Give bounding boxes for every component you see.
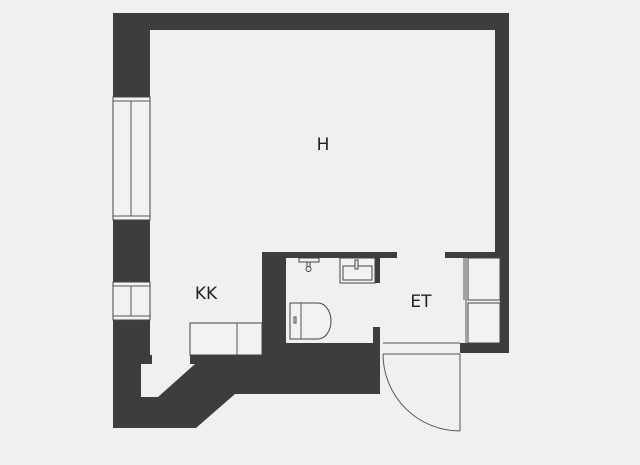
room-label-entrance: ET — [410, 292, 432, 312]
closets — [463, 257, 501, 344]
right-wall-upper — [495, 13, 509, 258]
room-label-living: H — [317, 135, 330, 155]
entrance-door[interactable] — [382, 342, 461, 432]
shower-icon — [298, 257, 320, 272]
walls — [113, 13, 509, 428]
entrance-right-wall — [445, 252, 509, 353]
top-wall — [113, 13, 509, 30]
window-lower — [112, 281, 151, 321]
window-upper — [112, 96, 151, 221]
kitchen-counter — [189, 322, 263, 356]
room-label-kitchen: KK — [195, 284, 218, 304]
left-wall-middle — [113, 220, 150, 282]
toilet-icon — [289, 302, 332, 340]
bottom-left-wall — [113, 252, 397, 428]
sink-wall — [375, 258, 380, 283]
left-wall-upper — [113, 13, 150, 97]
sink-icon — [339, 257, 376, 284]
